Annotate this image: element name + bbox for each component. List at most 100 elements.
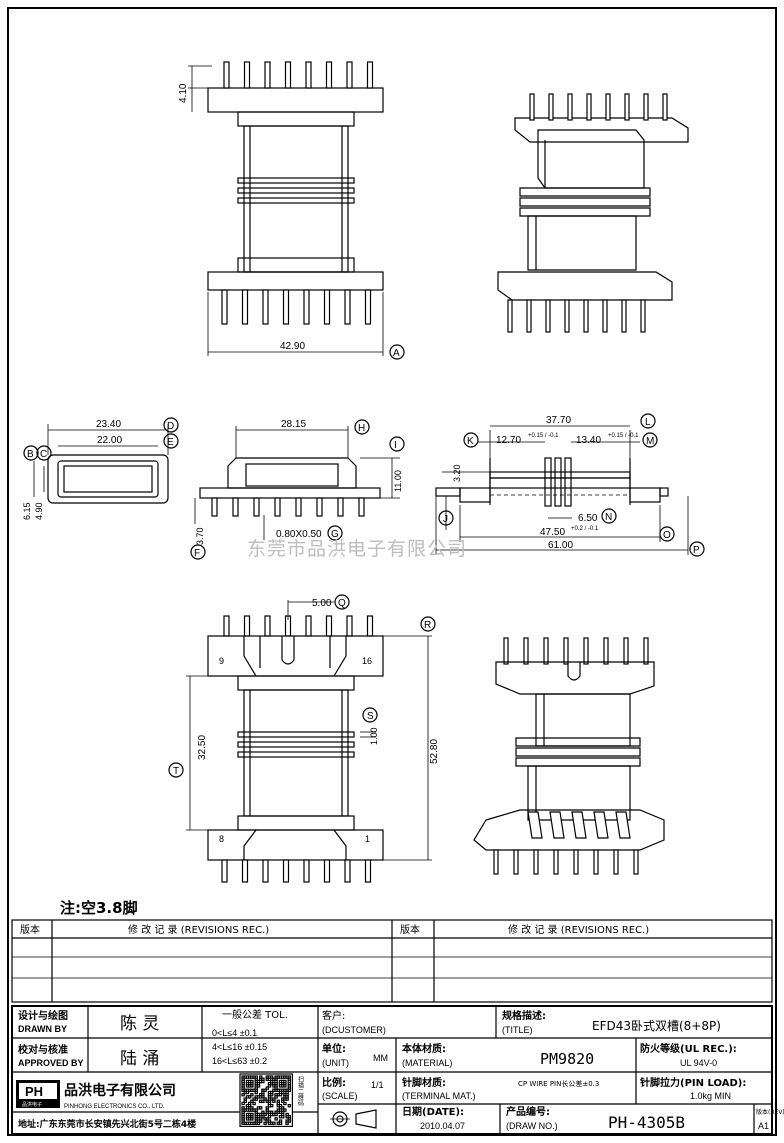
mark-m: M — [646, 436, 654, 447]
pin — [563, 637, 569, 665]
pin — [346, 61, 353, 89]
mark-r: R — [424, 620, 431, 631]
rev-col-record-2: 修 改 记 录 (REVISIONS REC.) — [508, 923, 649, 936]
pin — [274, 497, 281, 517]
dim-52-80: 52.80 — [429, 739, 440, 764]
mark-j: J — [443, 514, 448, 525]
rev-col-version-2: 版本 — [400, 923, 420, 936]
title-label-en: (TITLE) — [502, 1025, 533, 1035]
mark-d: D — [167, 421, 174, 432]
pin — [221, 289, 228, 325]
dim-28-15: 28.15 — [281, 419, 306, 430]
pin — [323, 289, 331, 325]
rev-col-record: 修 改 记 录 (REVISIONS REC.) — [128, 923, 269, 936]
pin — [633, 849, 639, 875]
mark-b: B — [27, 449, 34, 460]
pin — [358, 497, 365, 517]
pin — [553, 849, 559, 875]
designer-label: 设计与绘图 — [18, 1009, 68, 1022]
pin — [526, 299, 532, 333]
title-label: 规格描述: — [502, 1009, 546, 1022]
date-value: 2010.04.07 — [420, 1121, 465, 1131]
mark-k: K — [467, 436, 474, 447]
dim-6-50: 6.50 — [578, 513, 598, 524]
dim-pin-size: 0.80X0.50 — [276, 529, 322, 540]
drawno-value: PH-4305B — [608, 1113, 685, 1132]
mark-n: N — [605, 512, 612, 523]
dim-6-15: 6.15 — [22, 502, 32, 520]
mark-l: L — [645, 417, 651, 428]
qr-side-text: 扫描二维码 — [297, 1075, 304, 1107]
pin — [305, 61, 312, 89]
pin — [241, 859, 249, 883]
dim-11-00: 11.00 — [393, 470, 403, 492]
pin-clip — [615, 811, 631, 839]
tolerance-row-1: 0<L≤4 ±0.1 — [212, 1028, 257, 1038]
unit-label: 单位: — [322, 1042, 346, 1055]
tol-m: +0.15 / -0.1 — [608, 433, 639, 439]
material-label: 本体材质: — [402, 1042, 446, 1055]
pin — [564, 299, 570, 333]
company-name: 品洪电子有限公司 — [64, 1082, 176, 1099]
pin — [303, 289, 310, 325]
pin — [586, 93, 592, 121]
unit-label-en: (UNIT) — [322, 1058, 349, 1068]
dim-4-10: 4.10 — [178, 83, 189, 103]
pin — [305, 615, 312, 637]
unit-value: MM — [373, 1053, 388, 1063]
pin — [282, 859, 290, 883]
company-name-en: PINHONG ELECTRONICS CO., LTD. — [64, 1104, 165, 1110]
mark-o: O — [663, 530, 671, 541]
pin — [593, 849, 599, 875]
pin-1-label: 1 — [365, 834, 370, 844]
drawno-label-en: (DRAW NO.) — [506, 1121, 558, 1131]
pin — [344, 859, 351, 883]
dim-3-20: 3.20 — [452, 464, 462, 482]
pinload-label: 针脚拉力(PIN LOAD): — [640, 1076, 746, 1089]
dim-3-70: 3.70 — [195, 527, 205, 545]
pin — [241, 289, 249, 325]
iso-view-top — [497, 93, 689, 333]
tolerance-title: 一般公差 TOL. — [222, 1008, 288, 1021]
pin — [303, 859, 310, 883]
dim-42-90: 42.90 — [280, 341, 305, 352]
pin — [223, 615, 230, 637]
pin-9-label: 9 — [219, 656, 224, 666]
approver-label: 校对与核准 — [18, 1043, 68, 1056]
tolerance-row-2: 4<L≤16 ±0.15 — [212, 1042, 267, 1052]
dim-4-90: 4.90 — [34, 502, 44, 520]
product-title: EFD43卧式双槽(8+8P) — [592, 1019, 721, 1033]
pin — [364, 289, 372, 325]
date-label: 日期(DATE): — [402, 1105, 464, 1118]
pin — [221, 859, 228, 883]
dim-61-00: 61.00 — [548, 540, 573, 551]
mark-t: T — [173, 766, 179, 777]
pin — [223, 61, 230, 89]
dim-1-00: 1.00 — [369, 727, 379, 745]
pin — [643, 637, 649, 665]
pin — [262, 289, 269, 325]
side-view: 23.40 22.00 D E B C 6.15 4.90 — [22, 417, 179, 520]
dim-12-70: 12.70 — [496, 435, 521, 446]
tolerance-row-3: 16<L≤63 ±0.2 — [212, 1056, 267, 1066]
scale-value: 1/1 — [371, 1080, 384, 1090]
pin — [603, 637, 609, 665]
pin — [662, 93, 668, 121]
pin — [232, 497, 239, 517]
dim-5-00: 5.00 — [312, 598, 332, 609]
pin — [523, 637, 529, 665]
tol-flange: +0.2 / -0.1 — [571, 526, 599, 532]
pin — [507, 299, 513, 333]
pin — [325, 615, 333, 637]
pin-16-label: 16 — [362, 656, 372, 666]
approver-label-en: APPROVED BY — [18, 1058, 84, 1068]
mark-p: P — [693, 545, 700, 556]
dim-13-40: 13.40 — [576, 435, 601, 446]
mark-q: Q — [338, 598, 346, 609]
iso-view-bottom — [473, 637, 665, 875]
pin-clip — [571, 811, 587, 839]
pin — [583, 637, 589, 665]
revision-table: 版本 修 改 记 录 (REVISIONS REC.) 版本 修 改 记 录 (… — [11, 919, 773, 1003]
pin — [533, 849, 539, 875]
pin — [364, 859, 372, 883]
